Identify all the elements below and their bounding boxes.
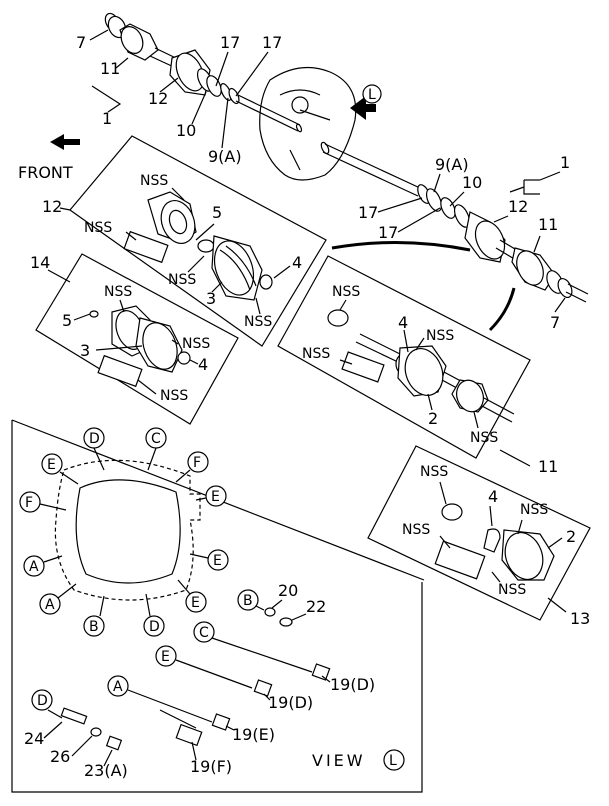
view-l-panel	[11, 419, 425, 793]
view-l-arrow: L	[350, 84, 382, 120]
box-14-inner-joint: 14 NSS NSS NSS 5 3 4	[30, 253, 239, 425]
left-shaft-callouts: 7 11 12 1 10 17 17 9(A)	[76, 29, 282, 166]
callout-10-right: 10	[462, 173, 482, 192]
callout-14-box: 14	[30, 253, 50, 272]
fastener-marker-c: C	[199, 625, 209, 641]
callout-3-b12: 3	[206, 289, 216, 308]
callout-2-b13: 2	[566, 527, 576, 546]
left-driveshaft	[104, 12, 303, 133]
callout-1-right: 1	[560, 153, 570, 172]
bolt-marker-e-2: E	[211, 489, 220, 505]
callout-9a-right: 9(A)	[435, 155, 469, 174]
callout-2-b11: 2	[428, 409, 438, 428]
callout-10-left: 10	[176, 121, 196, 140]
callout-4-b13: 4	[488, 487, 498, 506]
box-13-outer-joint: NSS NSS NSS NSS 4 2 13	[367, 445, 591, 628]
fastener-marker-a: A	[113, 679, 123, 695]
bolt-marker-e-1: E	[47, 457, 56, 473]
callout-19d-a: 19(D)	[330, 675, 375, 694]
callout-5-b14: 5	[62, 311, 72, 330]
callout-13-box: 13	[570, 609, 590, 628]
callout-17-right-a: 17	[358, 203, 378, 222]
callout-24: 24	[24, 729, 44, 748]
nss-label-b12-3: NSS	[168, 272, 196, 288]
callout-17-left-a: 17	[220, 33, 240, 52]
bolt-marker-c: C	[151, 431, 161, 447]
nss-label-b11-1: NSS	[332, 284, 360, 300]
callout-3-b14: 3	[80, 341, 90, 360]
bolt-marker-f-1: F	[193, 455, 201, 471]
callout-7-right: 7	[550, 313, 560, 332]
fastener-marker-d: D	[37, 693, 48, 709]
front-label: FRONT	[18, 163, 73, 182]
callout-11-right: 11	[538, 215, 558, 234]
nss-label-b11-2: NSS	[426, 328, 454, 344]
nss-label-b14-2: NSS	[182, 336, 210, 352]
bolt-marker-d-1: D	[89, 431, 100, 447]
right-shaft-callouts: 9(A) 10 17 17 12 11 1 7	[358, 153, 570, 332]
callout-12-left: 12	[148, 89, 168, 108]
nss-label-b11-4: NSS	[470, 430, 498, 446]
callout-17-left-b: 17	[262, 33, 282, 52]
box-11-shaft-assembly: NSS NSS NSS NSS 4 2 11	[277, 241, 558, 476]
bolt-position-markers: D C E F F E A E A B D E	[19, 427, 229, 637]
callout-4-b12: 4	[292, 253, 302, 272]
fastener-marker-e: E	[161, 649, 170, 665]
bolt-marker-d-2: D	[149, 619, 160, 635]
differential-housing	[259, 66, 357, 181]
box-12-inner-joint: 12 NSS NSS NSS NSS 5 3 4	[42, 135, 327, 347]
nss-label-b13-1: NSS	[420, 464, 448, 480]
nss-label-b14-1: NSS	[104, 284, 132, 300]
fasteners: B 20 22 C 19(D) E 19(D) A 19(E) D 24 26 …	[24, 581, 375, 780]
callout-12-right: 12	[508, 197, 528, 216]
callout-19f: 19(F)	[190, 757, 232, 776]
nss-label-b13-3: NSS	[402, 522, 430, 538]
callout-9a-left: 9(A)	[208, 147, 242, 166]
bolt-marker-e-3: E	[213, 553, 222, 569]
view-l-arrow-letter: L	[368, 87, 376, 103]
view-letter: L	[389, 753, 397, 769]
fastener-marker-b: B	[243, 593, 253, 609]
callout-22: 22	[306, 597, 326, 616]
callout-11-left: 11	[100, 59, 120, 78]
callout-11-box: 11	[538, 457, 558, 476]
callout-19e: 19(E)	[232, 725, 275, 744]
nss-label-b13-2: NSS	[520, 502, 548, 518]
bolt-marker-b: B	[89, 619, 99, 635]
nss-label-b14-3: NSS	[160, 388, 188, 404]
callout-4-b14: 4	[198, 355, 208, 374]
view-label: VIEW	[312, 751, 366, 770]
nss-label-b13-4: NSS	[498, 582, 526, 598]
bolt-marker-f-2: F	[25, 495, 33, 511]
bolt-marker-a-1: A	[29, 559, 39, 575]
callout-5-b12: 5	[212, 203, 222, 222]
callout-4-b11: 4	[398, 313, 408, 332]
nss-label-b12-2: NSS	[84, 220, 112, 236]
right-driveshaft	[320, 141, 589, 303]
bolt-marker-e-4: E	[191, 595, 200, 611]
nss-label-b11-3: NSS	[302, 346, 330, 362]
callout-17-right-b: 17	[378, 223, 398, 242]
callout-12-box: 12	[42, 197, 62, 216]
callout-1-left: 1	[102, 109, 112, 128]
callout-20: 20	[278, 581, 298, 600]
front-indicator: FRONT	[18, 134, 80, 182]
callout-26: 26	[50, 747, 70, 766]
callout-19d-b: 19(D)	[268, 693, 313, 712]
bolt-marker-a-2: A	[45, 597, 55, 613]
callout-23a: 23(A)	[84, 761, 128, 780]
view-caption: VIEW L	[312, 749, 405, 771]
nss-label-b12-4: NSS	[244, 314, 272, 330]
nss-label-b12-1: NSS	[140, 173, 168, 189]
callout-7-left: 7	[76, 33, 86, 52]
